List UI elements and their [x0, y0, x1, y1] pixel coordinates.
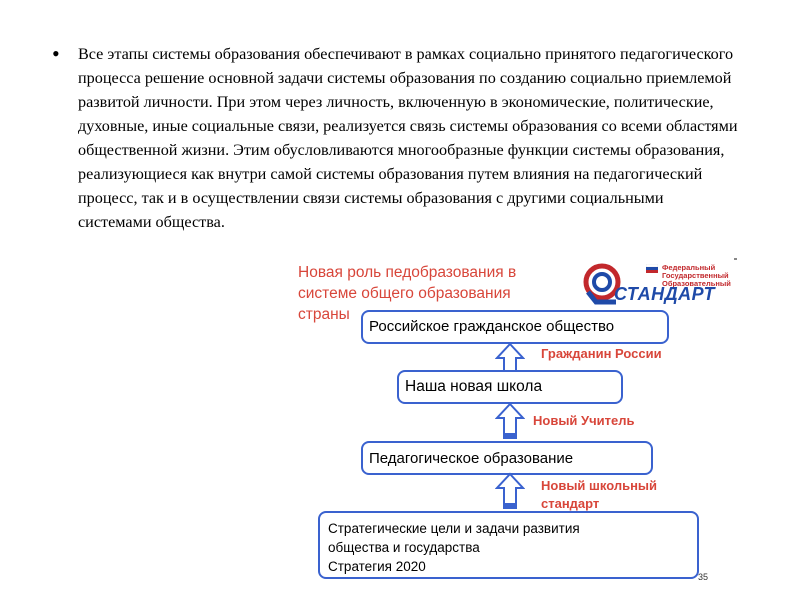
label-new-teacher: Новый Учитель [533, 413, 635, 428]
box-pedagogical-education: Педагогическое образование [361, 441, 653, 475]
logo-big-text: СТАНДАРТ [614, 284, 715, 304]
up-arrow-icon [495, 472, 525, 509]
logo-small-text: Федеральный Государственный Образователь… [662, 263, 731, 288]
box-strategy-line3: Стратегия 2020 [328, 559, 426, 574]
bullet-marker: • [52, 41, 60, 66]
box-strategy-line2: общества и государства [328, 540, 480, 555]
decorative-dot [734, 258, 737, 260]
up-arrow-icon [495, 402, 525, 439]
diagram-title: Новая роль педобразования в системе обще… [298, 264, 517, 323]
bullet-paragraph: Все этапы системы образования обеспечива… [78, 45, 738, 231]
label-new-standard: Новый школьный стандарт [541, 478, 658, 511]
fgos-standard-logo [580, 262, 740, 310]
box-pedagogical-education-label: Педагогическое образование [369, 450, 574, 467]
russian-flag-icon [646, 264, 658, 273]
box-strategy: Стратегические цели и задачи развития об… [318, 511, 699, 579]
box-civil-society: Российское гражданское общество [361, 310, 669, 344]
box-strategy-line1: Стратегические цели и задачи развития [328, 521, 580, 536]
box-new-school: Наша новая школа [397, 370, 623, 404]
logo-emblem-icon [583, 263, 621, 305]
page-number: 35 [698, 572, 709, 582]
box-new-school-label: Наша новая школа [405, 378, 543, 395]
box-civil-society-label: Российское гражданское общество [369, 318, 615, 335]
label-citizen: Гражданин России [541, 346, 662, 361]
